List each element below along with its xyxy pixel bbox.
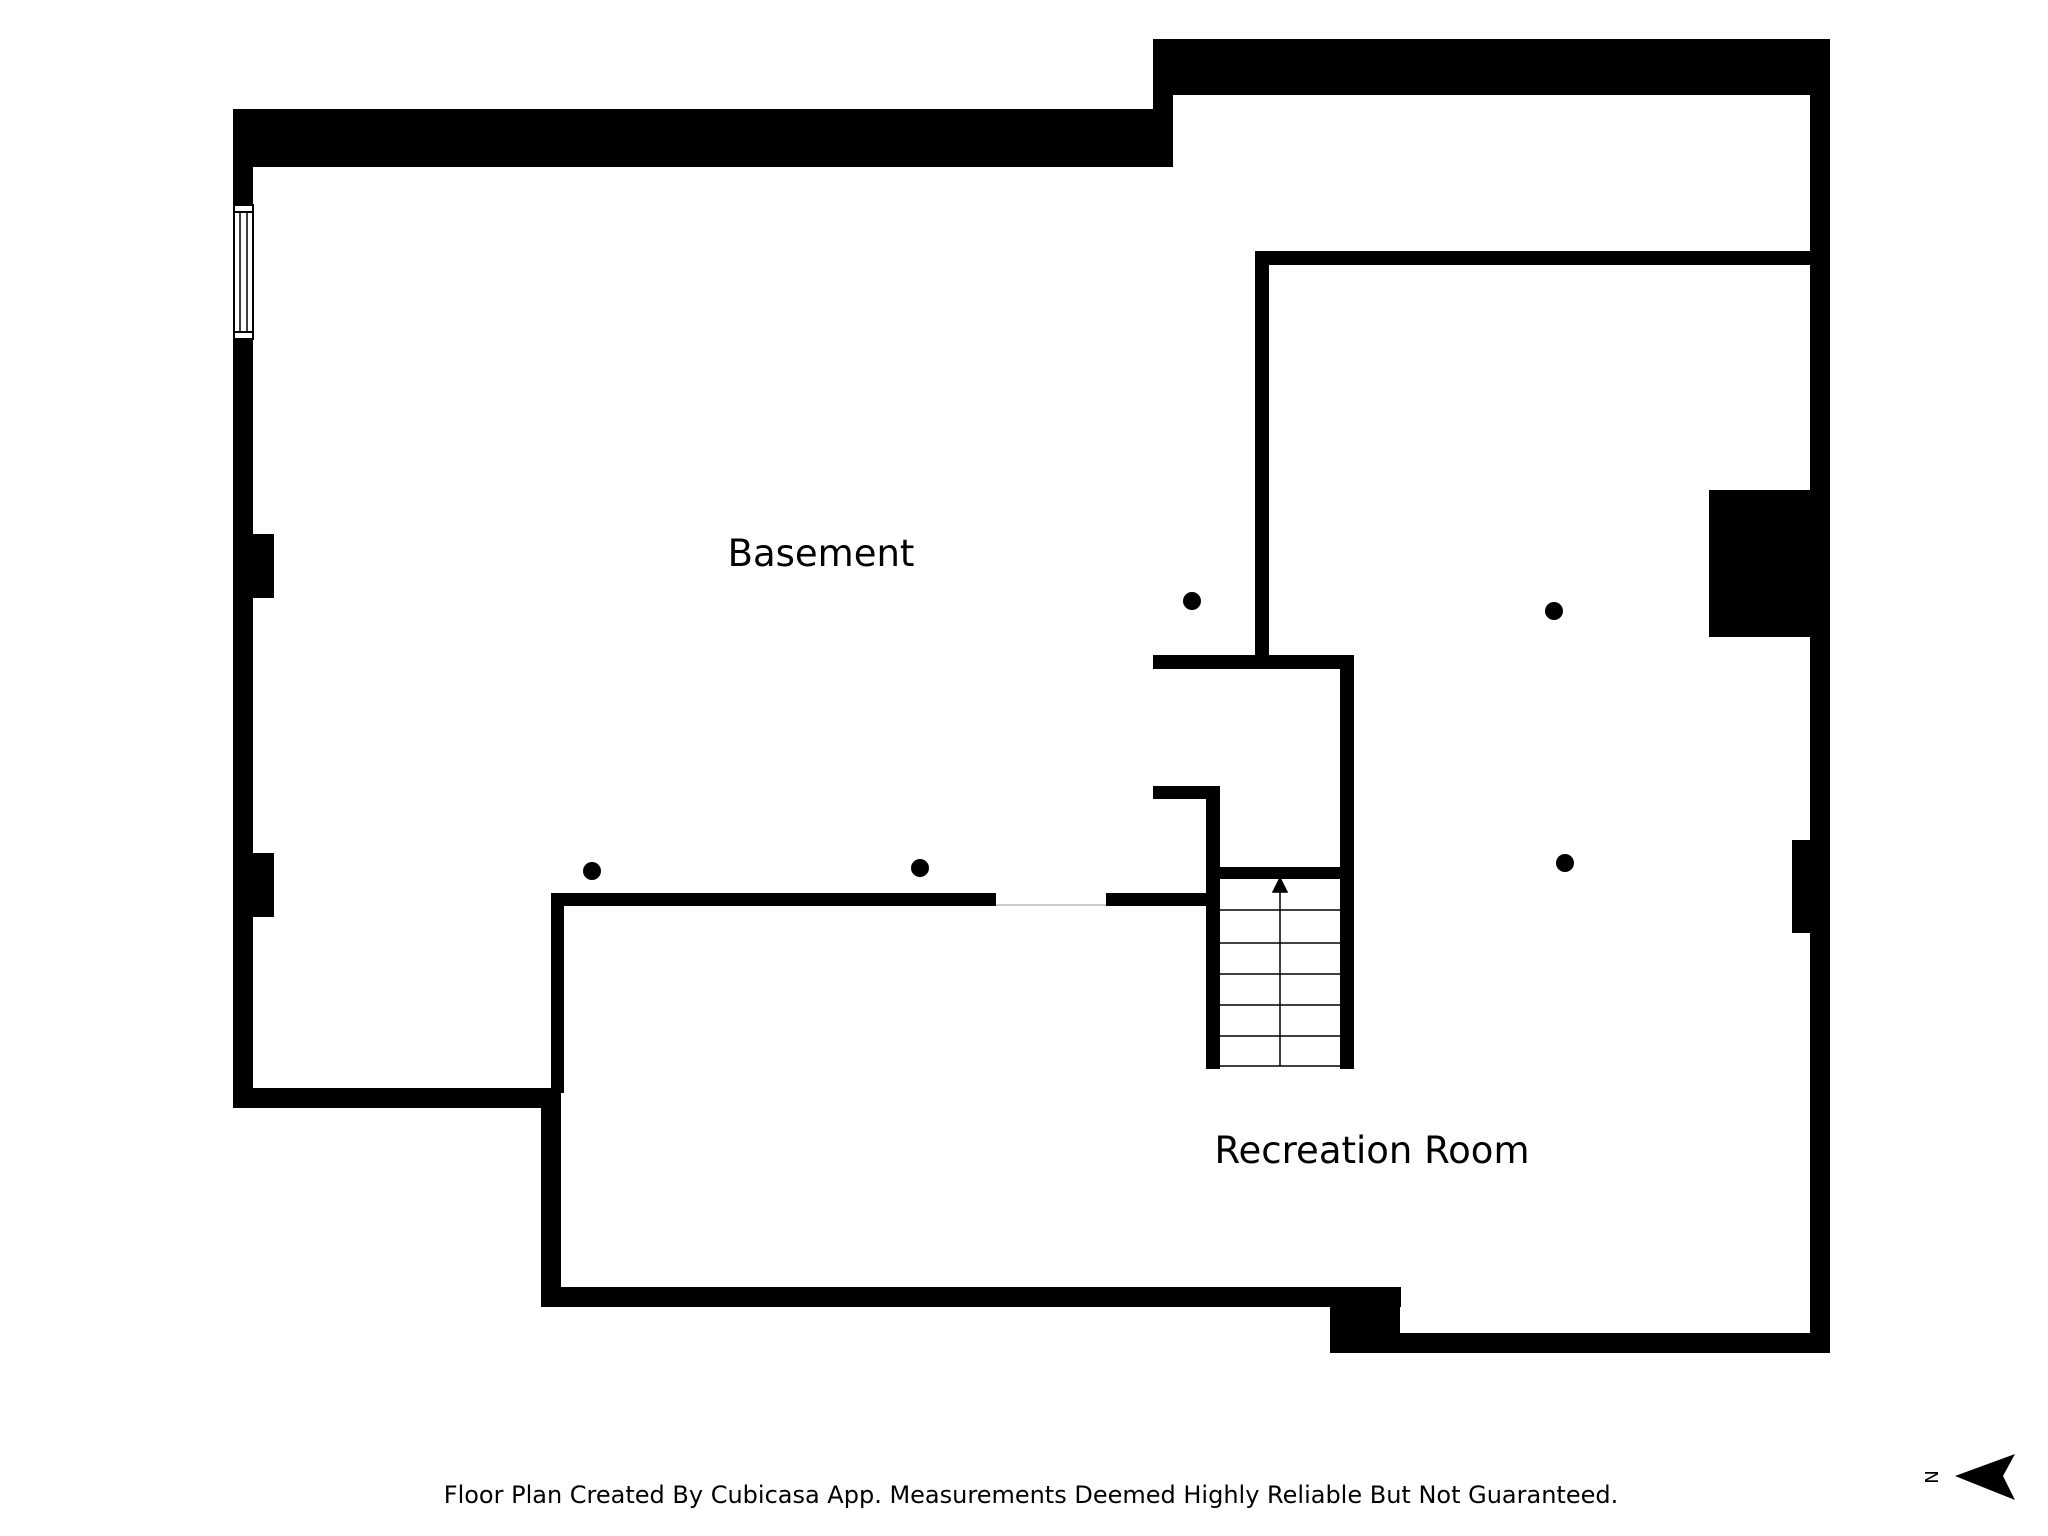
light-dot — [911, 859, 929, 877]
wall-divider-left — [551, 893, 996, 906]
stair-up-arrow-icon — [1271, 876, 1289, 893]
wall-lower-left-vertical — [541, 1088, 561, 1307]
wall-rec-left — [1255, 251, 1269, 669]
room-label-basement: Basement — [728, 532, 915, 575]
light-dot — [583, 862, 601, 880]
wall-right — [1810, 39, 1830, 1353]
interior-walls — [551, 251, 1830, 1093]
north-arrow-icon — [1955, 1454, 2015, 1500]
north-compass: N — [1922, 1454, 2015, 1500]
wall-bottom — [541, 1287, 1401, 1307]
light-dot — [1183, 592, 1201, 610]
wall-stair-right — [1340, 655, 1354, 1069]
wall-stair-left — [1206, 786, 1220, 1069]
wall-top-left — [233, 109, 1173, 167]
wall-top-step — [1153, 39, 1173, 167]
exterior-walls — [233, 39, 1830, 1353]
right-chimney-block — [1709, 490, 1830, 637]
wall-stub — [1153, 786, 1220, 799]
wall-stair-top — [1220, 867, 1354, 879]
footer-disclaimer: Floor Plan Created By Cubicasa App. Meas… — [444, 1481, 1618, 1509]
wall-closet-top — [1153, 655, 1354, 669]
light-fixtures — [583, 592, 1574, 880]
compass-letter: N — [1922, 1470, 1943, 1483]
light-dot — [1556, 854, 1574, 872]
wall-top-right — [1153, 39, 1830, 95]
wall-divider-right — [1106, 893, 1220, 906]
wall-bottom-right — [1330, 1333, 1830, 1353]
wall-bumps — [233, 490, 1830, 933]
room-label-recreation-room: Recreation Room — [1215, 1129, 1530, 1172]
wall-rec-top — [1255, 251, 1830, 265]
stairs — [1220, 876, 1340, 1067]
window — [233, 204, 254, 340]
wall-divider-vertical — [551, 893, 564, 1093]
left-bump-lower — [233, 853, 274, 917]
wall-bottom-left — [233, 1088, 560, 1108]
left-bump-upper — [233, 534, 274, 598]
right-bump — [1792, 840, 1830, 933]
light-dot — [1545, 602, 1563, 620]
